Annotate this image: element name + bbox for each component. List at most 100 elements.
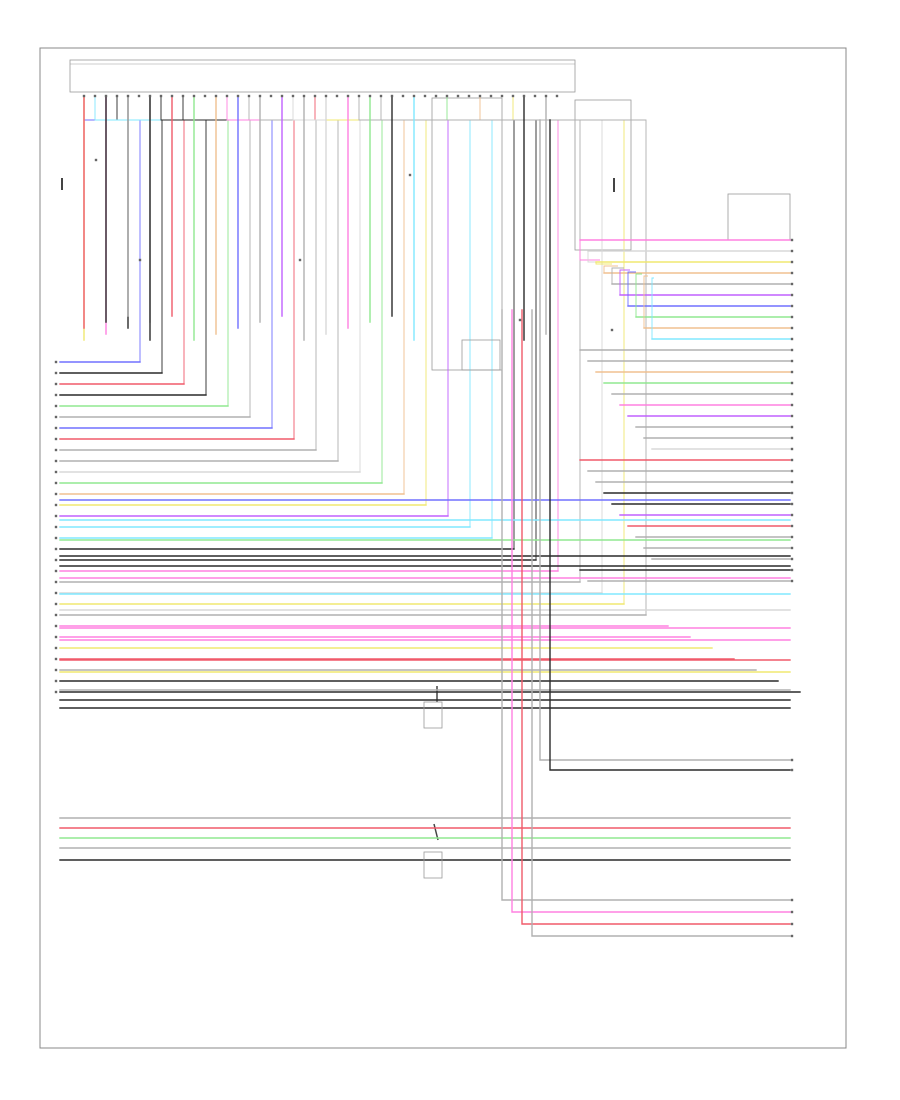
right-pin: [790, 249, 794, 253]
right-pin: [790, 370, 794, 374]
top-pin: [489, 94, 493, 98]
left-pin: [54, 613, 58, 617]
left-pin: [54, 525, 58, 529]
left-pin: [54, 690, 58, 694]
right-pin: [790, 359, 794, 363]
left-pin: [54, 481, 58, 485]
harness-riser-wire: [359, 96, 415, 472]
pin-layer: [54, 94, 794, 938]
top-pin: [500, 94, 504, 98]
top-pin: [522, 94, 526, 98]
top-pin: [335, 94, 339, 98]
top-pin: [159, 94, 163, 98]
right-connector: [574, 99, 632, 251]
harness-riser-wire: [149, 96, 185, 384]
right-pin: [790, 579, 794, 583]
top-pin: [379, 94, 383, 98]
right-riser-wire: [635, 273, 642, 317]
top-pin: [137, 94, 141, 98]
top-pin: [434, 94, 438, 98]
top-pin: [236, 94, 240, 98]
top-pin: [126, 94, 130, 98]
splice-point: [298, 258, 302, 262]
left-pin: [54, 668, 58, 672]
top-pin: [423, 94, 427, 98]
right-riser-wire: [603, 265, 618, 273]
return-wire: [511, 309, 791, 913]
wire-layer: [59, 95, 801, 937]
right-pin: [790, 293, 794, 297]
top-pin: [390, 94, 394, 98]
top-pin: [357, 94, 361, 98]
right-pin: [790, 392, 794, 396]
right-pin: [790, 348, 794, 352]
right-pin: [790, 502, 794, 506]
left-pin: [54, 426, 58, 430]
right-pin: [790, 898, 794, 902]
right-pin: [790, 315, 794, 319]
right-riser-wire: [627, 271, 636, 306]
right-riser-wire: [579, 240, 600, 261]
right-pin: [790, 238, 794, 242]
right-pin: [790, 934, 794, 938]
return-wire: [549, 119, 791, 771]
left-pin: [54, 404, 58, 408]
right-pin: [790, 922, 794, 926]
top-pin: [368, 94, 372, 98]
left-pin: [54, 657, 58, 661]
left-pin: [54, 569, 58, 573]
top-pin: [192, 94, 196, 98]
left-pin: [54, 470, 58, 474]
right-pin: [790, 260, 794, 264]
top-pin: [148, 94, 152, 98]
right-pin: [790, 469, 794, 473]
left-pin: [54, 547, 58, 551]
right-sensor-box: [727, 193, 791, 241]
harness-riser-wire: [292, 96, 603, 593]
right-pin: [790, 436, 794, 440]
top-pin: [412, 94, 416, 98]
harness-riser-wire: [425, 96, 514, 505]
relay-block: [461, 339, 501, 371]
top-pin: [555, 94, 559, 98]
top-pin: [291, 94, 295, 98]
right-pin: [790, 491, 794, 495]
right-pin: [790, 271, 794, 275]
top-pin: [82, 94, 86, 98]
right-pin: [790, 337, 794, 341]
right-riser-wire: [651, 277, 654, 339]
left-pin: [54, 492, 58, 496]
left-pin: [54, 448, 58, 452]
splice-point: [610, 328, 614, 332]
diagram-frame: [39, 47, 847, 1049]
top-pin: [478, 94, 482, 98]
harness-riser-wire: [271, 96, 283, 428]
left-pin: [54, 437, 58, 441]
right-pin: [790, 535, 794, 539]
right-pin: [790, 425, 794, 429]
top-pin: [203, 94, 207, 98]
top-pin: [181, 94, 185, 98]
right-pin: [790, 304, 794, 308]
top-pin: [445, 94, 449, 98]
left-pin: [54, 415, 58, 419]
right-pin: [790, 381, 794, 385]
harness-riser-wire: [116, 96, 163, 373]
harness-riser-wire: [337, 96, 382, 461]
left-pin: [54, 503, 58, 507]
right-pin: [790, 458, 794, 462]
top-pin: [467, 94, 471, 98]
return-wire: [531, 309, 791, 937]
right-pin: [790, 480, 794, 484]
left-pin: [54, 558, 58, 562]
left-pin: [54, 624, 58, 628]
center-module: [431, 97, 503, 371]
left-pin: [54, 635, 58, 639]
right-pin: [790, 546, 794, 550]
top-pin: [225, 94, 229, 98]
top-connector: [69, 59, 576, 93]
return-wire: [501, 309, 791, 901]
antenna-amp-2: [423, 851, 443, 879]
top-pin: [302, 94, 306, 98]
